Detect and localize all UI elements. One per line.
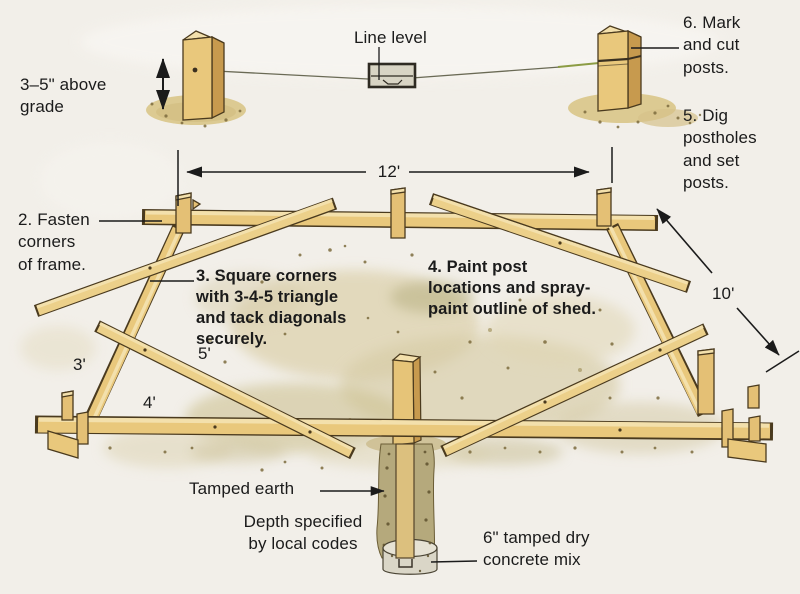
right-rail-board — [605, 223, 711, 417]
label-step-2: 2. Fasten corners of frame. — [18, 210, 90, 274]
label-step-6: 6. Mark and cut posts. — [683, 13, 741, 77]
dimension-12ft — [177, 147, 613, 206]
right-stake-post — [597, 25, 642, 112]
string-line — [196, 62, 600, 80]
corner-stakes-bottom-left — [47, 390, 89, 459]
concrete-pointer — [430, 560, 478, 563]
dimension-10ft — [656, 208, 800, 373]
bottom-rail-board — [34, 415, 774, 441]
corner-stake-top-left — [175, 192, 202, 234]
label-line-level: Line level — [354, 28, 427, 47]
background-patches — [40, 6, 720, 218]
posthole-cutaway — [376, 443, 438, 575]
corner-stake-top-right — [596, 187, 612, 227]
label-step-3: 3. Square corners with 3-4-5 triangle an… — [196, 267, 347, 348]
triangle-4ft-label: 4' — [143, 393, 156, 412]
dimension-10ft-label: 10' — [712, 284, 735, 303]
label-depth-note: Depth specified by local codes — [243, 512, 363, 554]
label-step-5: 5. Dig postholes and set posts. — [683, 106, 757, 193]
top-scene — [146, 25, 698, 127]
triangle-5ft-label: 5' — [198, 344, 211, 363]
stake-top-center — [390, 187, 406, 239]
diagonal-brace-top-right — [428, 193, 692, 293]
diagonal-brace-bottom-right — [440, 323, 709, 458]
triangle-3ft-label: 3' — [73, 355, 86, 374]
label-step-4: 4. Paint post locations and spray- paint… — [428, 258, 597, 318]
dimension-12ft-label: 12' — [377, 162, 401, 181]
label-concrete-note: 6" tamped dry concrete mix — [483, 528, 590, 570]
corner-stakes-bottom-right — [697, 348, 767, 463]
annotation-lines — [99, 47, 800, 563]
diagonal-brace-bottom-left — [94, 320, 356, 460]
diagonal-brace-top-left — [33, 197, 338, 317]
left-stake-post — [182, 30, 225, 121]
label-grade-note: 3–5" above grade — [20, 75, 107, 117]
batter-board-frame — [33, 187, 774, 575]
line-level-icon — [367, 62, 417, 89]
label-tamped-earth: Tamped earth — [189, 479, 295, 498]
